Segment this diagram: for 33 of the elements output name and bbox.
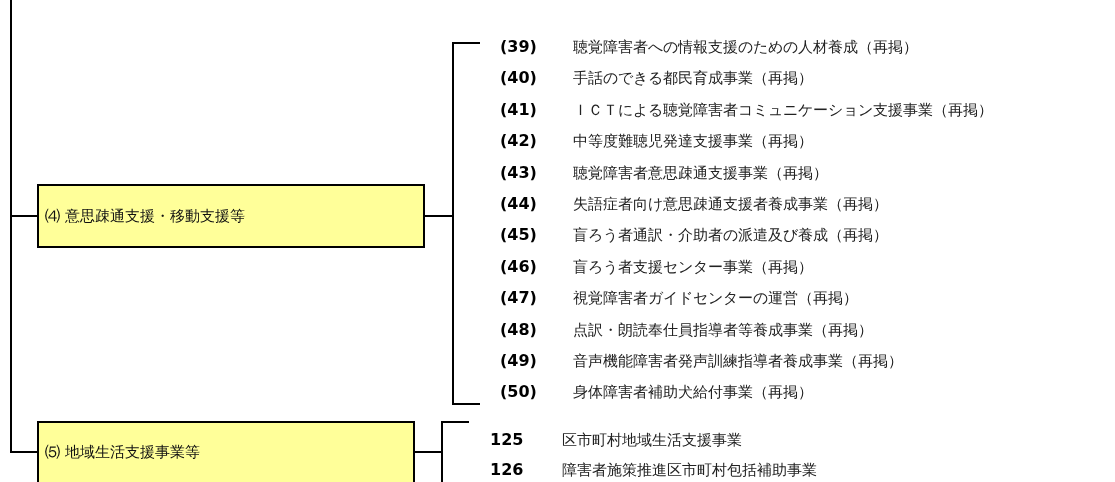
item-text: 聴覚障害者への情報支援のための人材養成（再掲）	[573, 37, 918, 57]
connector-line	[10, 0, 38, 453]
connector-line	[424, 215, 453, 217]
category-box: ⑷ 意思疎通支援・移動支援等	[37, 184, 425, 248]
item-number: (46)	[500, 256, 537, 277]
item-text: 視覚障害者ガイドセンターの運営（再掲）	[573, 288, 858, 309]
item-number: (50)	[500, 382, 537, 403]
item-number: (43)	[500, 162, 537, 183]
item-text: 中等度難聴児発達支援事業（再掲）	[573, 131, 813, 152]
item-number: (49)	[500, 351, 537, 371]
item-text: 盲ろう者支援センター事業（再掲）	[573, 256, 813, 277]
item-number: (41)	[500, 99, 537, 120]
item-number: (45)	[500, 225, 537, 246]
item-text: 失語症者向け意思疎通支援者養成事業（再掲）	[573, 194, 888, 214]
item-text: ＩＣＴによる聴覚障害者コミュニケーション支援事業（再掲）	[573, 99, 993, 120]
item-text: 盲ろう者通訳・介助者の派遣及び養成（再掲）	[573, 225, 888, 246]
item-number: (40)	[500, 68, 537, 89]
item-text: 点訳・朗読奉仕員指導者等養成事業（再掲）	[573, 319, 873, 340]
item-number: (39)	[500, 37, 537, 57]
item-text: 身体障害者補助犬給付事業（再掲）	[573, 382, 813, 403]
item-number: 125	[490, 430, 524, 450]
item-text: 手話のできる都民育成事業（再掲）	[573, 68, 813, 89]
item-text: 障害者施策推進区市町村包括補助事業	[562, 460, 817, 480]
connector-line	[414, 451, 442, 453]
item-number: (44)	[500, 194, 537, 214]
item-number: 126	[490, 460, 524, 480]
item-text: 音声機能障害者発声訓練指導者養成事業（再掲）	[573, 351, 903, 371]
item-number: (48)	[500, 319, 537, 340]
item-number: (47)	[500, 288, 537, 309]
category-box: ⑸ 地域生活支援事業等	[37, 421, 415, 482]
item-text: 聴覚障害者意思疎通支援事業（再掲）	[573, 162, 828, 183]
item-number: (42)	[500, 131, 537, 152]
item-text: 区市町村地域生活支援事業	[562, 430, 742, 450]
